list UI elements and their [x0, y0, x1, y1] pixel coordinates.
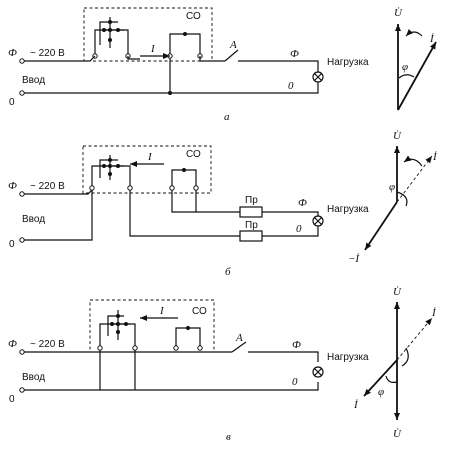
out-zero-label-a: 0 [288, 80, 294, 92]
zero-line-a [24, 82, 319, 94]
u-label-b: U̇ [393, 130, 402, 142]
fuse-label-2-b: Пр [245, 220, 258, 231]
meter-label-a: СО [186, 11, 201, 22]
i-label-a: İ [429, 33, 435, 45]
fuse-phase-b [239, 206, 263, 218]
diagram-b: СО I Пр Пр [8, 130, 438, 278]
caption-b: б [225, 266, 231, 278]
switch-label-c: A [235, 332, 243, 344]
fuse-label-1-b: Пр [245, 195, 258, 206]
load-lamp-a [312, 71, 324, 83]
phase-label-b: Ф [8, 180, 17, 192]
caption-a: а [224, 111, 230, 123]
phase-line-a [24, 55, 96, 62]
voltage-label-c: ~ 220 В [30, 339, 65, 350]
u-label-top-c: U̇ [393, 286, 402, 298]
input-label-b: Ввод [22, 214, 45, 225]
caption-c: в [226, 431, 231, 443]
voltage-coil-b [171, 169, 197, 186]
zero-line-b [24, 190, 93, 241]
load-label-a: Нагрузка [327, 57, 369, 68]
voltage-label-a: ~ 220 В [30, 48, 65, 59]
input-label-a: Ввод [22, 75, 45, 86]
switch-a [224, 49, 239, 62]
vector-diagram-c: U̇ U̇ İ İ φ [353, 286, 437, 440]
i-label-lower-c: İ [353, 399, 359, 411]
voltage-label-b: ~ 220 В [30, 181, 65, 192]
vector-diagram-b: U̇ İ −İ φ [348, 130, 438, 265]
phase-line-b [24, 189, 93, 195]
phase-label-a: Ф [8, 47, 17, 59]
zero-label-b: 0 [9, 239, 15, 250]
switch-c [231, 341, 247, 353]
load-lamp-b [312, 215, 324, 227]
input-label-c: Ввод [22, 372, 45, 383]
phi-label-c: φ [378, 386, 384, 398]
phase-label-c: Ф [8, 338, 17, 350]
switch-label-a: A [229, 39, 237, 51]
out-zero-label-b: 0 [296, 223, 302, 235]
phi-label-b: φ [389, 181, 395, 193]
load-label-b: Нагрузка [327, 204, 369, 215]
phi-label-a: φ [402, 61, 408, 73]
load-label-c: Нагрузка [327, 352, 369, 363]
out-phase-label-b: Ф [298, 197, 307, 209]
current-coil-c: I [99, 305, 178, 346]
i-label-b: İ [432, 151, 438, 163]
load-lamp-c [312, 366, 324, 378]
vector-diagram-a: U̇ İ φ [394, 7, 437, 111]
out-phase-label-a: Ф [290, 48, 299, 60]
current-label-a: I [150, 43, 156, 55]
current-label-b: I [147, 151, 153, 163]
i-label-c: İ [431, 307, 437, 319]
voltage-coil-a [169, 33, 201, 56]
meter-label-c: СО [192, 306, 207, 317]
current-coil-b: I [91, 151, 164, 186]
diagram-c: СО I A Ф 0 [8, 286, 437, 443]
zero-label-c: 0 [9, 394, 15, 405]
current-coil-a [94, 17, 129, 56]
voltage-coil-c [175, 327, 201, 346]
meter-box-b [82, 145, 212, 194]
current-label-c: I [159, 305, 165, 317]
out-phase-label-c: Ф [292, 339, 301, 351]
meter-box-a [83, 7, 213, 62]
fuse-zero-b [239, 230, 263, 242]
u-label-a: U̇ [394, 7, 403, 19]
zero-line-c [24, 382, 319, 391]
meter-label-b: СО [186, 149, 201, 160]
zero-label-a: 0 [9, 97, 15, 108]
diagram-a: СО I A Ф [8, 7, 437, 123]
u-label-bottom-c: U̇ [393, 428, 402, 440]
minus-i-label-b: −İ [348, 253, 360, 265]
out-zero-label-c: 0 [292, 376, 298, 388]
